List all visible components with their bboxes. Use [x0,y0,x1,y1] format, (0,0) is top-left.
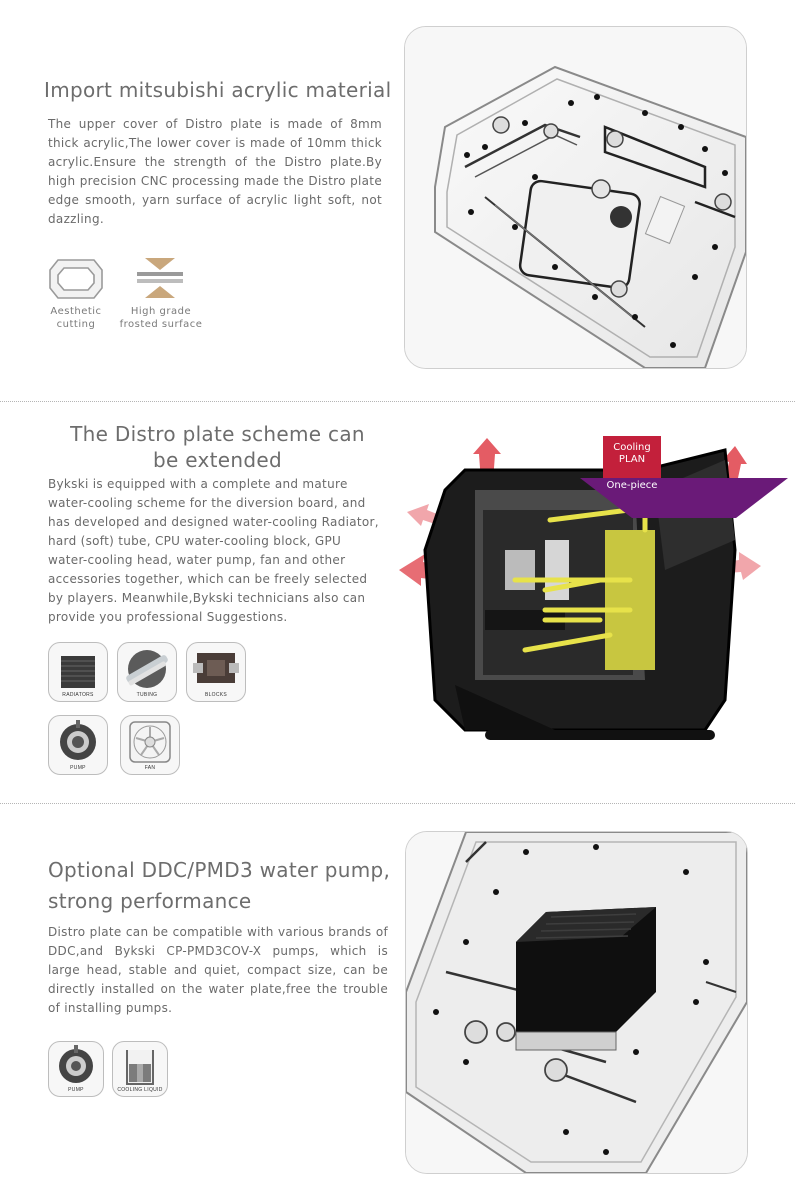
tile-fan-label: FAN [144,765,156,771]
section2-body: Bykski is equipped with a complete and m… [48,477,379,624]
section-divider-2 [0,803,795,804]
section-divider-1 [0,401,795,402]
pump-icon [60,720,96,760]
one-piece-label: One-piece [606,480,658,491]
pc-case-illustration: Cooling PLAN One-piece [395,430,788,760]
hexagon-icon [46,256,106,302]
section3-title: Optional DDC/PMD3 water pump, strong per… [48,858,391,913]
tile-fan: FAN [120,715,180,775]
tile-pump-small: PUMP [48,1041,104,1097]
radiator-icon [61,656,95,688]
tile-pump-label: PUMP [70,765,86,771]
fan-icon [129,721,171,763]
pump-icon [59,1045,93,1083]
frosted-layers-icon [135,256,185,300]
feature-aesthetic-label: Aesthetic cutting [50,306,102,330]
distro-plate-photo [404,26,747,369]
tile-tubing: TUBING [117,642,177,702]
section2-title: The Distro plate scheme can be extended [70,422,365,472]
blocks-icon [193,653,239,683]
tile-cooling-liquid-label: COOLING LIQUID [117,1087,163,1093]
section1-body: The upper cover of Distro plate is made … [48,117,382,226]
tile-tubing-label: TUBING [136,692,158,698]
feature-frosted-label: High grade frosted surface [119,306,203,330]
section3-body: Distro plate can be compatible with vari… [48,925,388,1015]
tile-blocks-label: BLOCKS [204,692,228,698]
tile-cooling-liquid: COOLING LIQUID [112,1041,168,1097]
tile-pump: PUMP [48,715,108,775]
tubing-icon [126,650,168,688]
tile-pump-small-label: PUMP [68,1087,84,1093]
cooling-liquid-icon [126,1050,154,1085]
tile-radiators: RADIATORS [48,642,108,702]
tile-radiators-label: RADIATORS [62,692,94,698]
pump-on-plate-photo [405,831,748,1174]
one-piece-arrow [580,478,788,518]
cooling-plan-badge: Cooling PLAN [603,436,661,478]
tile-blocks: BLOCKS [186,642,246,702]
section1-title: Import mitsubishi acrylic material [44,78,392,102]
arrow-up-left-icon [473,438,501,482]
